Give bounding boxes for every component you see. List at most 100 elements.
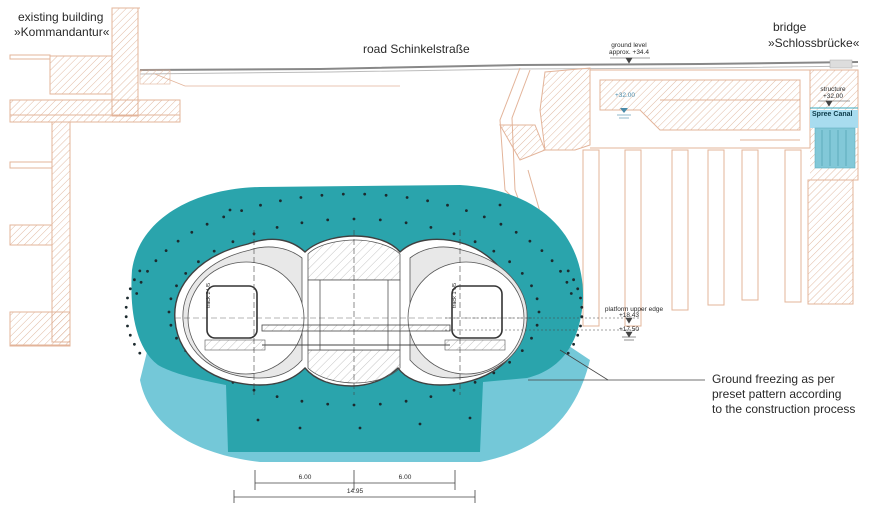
freeze-pipe-dot: [535, 297, 539, 301]
freeze-pipe-dot: [530, 336, 533, 340]
freeze-pipe-dot: [535, 323, 539, 327]
freeze-pipe-dot: [279, 199, 282, 203]
freeze-pipe-dot: [384, 193, 388, 197]
freeze-pipe-dot: [175, 336, 178, 340]
road-surface: [139, 61, 859, 71]
freeze-pipe-dot: [550, 259, 554, 263]
freeze-pipe-dot: [492, 249, 496, 253]
freeze-pipe-dot: [405, 196, 409, 199]
tunnel-lining: [174, 230, 535, 395]
freeze-pipe-dot: [473, 380, 477, 384]
freeze-pipe-dot: [275, 395, 279, 398]
freeze-pipe-dot: [135, 292, 139, 295]
freeze-pipe-dot: [133, 278, 136, 282]
freeze-pipe-dot: [565, 280, 569, 284]
freeze-pipes: [124, 192, 584, 430]
freeze-pipe-dot: [256, 418, 260, 422]
freeze-pipe-dot: [169, 297, 173, 301]
freeze-pipe-dot: [572, 278, 575, 282]
freeze-pipe-dot: [498, 203, 502, 207]
freeze-pipe-dot: [146, 269, 149, 273]
freeze-pipe-dot: [300, 399, 304, 403]
freeze-pipe-dot: [446, 203, 449, 207]
freeze-pipe-dot: [299, 196, 303, 199]
dimension-left: 6.00: [298, 474, 312, 481]
freeze-pipe-dot: [231, 240, 235, 244]
track-1-label: track 1 U5: [452, 282, 458, 308]
freezing-note-line-2: preset pattern according: [712, 387, 842, 401]
freeze-pipe-dot: [128, 333, 132, 337]
freeze-pipe-dot: [363, 192, 367, 196]
freeze-pipe-dot: [300, 221, 304, 225]
dimension-total: 14.95: [346, 488, 364, 495]
freeze-pipe-dot: [559, 269, 562, 273]
freeze-pipe-dot: [579, 296, 582, 300]
freeze-pipe-dot: [124, 305, 128, 309]
freeze-pipe-dot: [468, 416, 472, 420]
freeze-pipe-dot: [482, 215, 486, 219]
freeze-pipe-dot: [175, 284, 178, 288]
platform-level-lower: +17.50: [618, 326, 640, 333]
freeze-pipe-dot: [579, 324, 582, 328]
existing-building-name: »Kommandantur«: [14, 25, 110, 39]
freeze-pipe-dot: [452, 388, 456, 392]
freeze-pipe-dot: [138, 269, 142, 273]
freeze-pipe-dot: [429, 395, 433, 398]
freeze-pipe-dot: [358, 426, 362, 430]
freeze-pipe-dot: [514, 230, 518, 234]
freeze-pipe-dot: [124, 315, 128, 319]
freeze-pipe-dot: [326, 218, 330, 222]
dimension-right: 6.00: [398, 474, 412, 481]
freeze-pipe-dot: [352, 403, 356, 407]
freeze-pipe-dot: [404, 221, 408, 225]
freeze-pipe-dot: [190, 230, 194, 234]
freezing-note-line-3: to the construction process: [712, 402, 856, 416]
freeze-pipe-dot: [566, 351, 570, 355]
freeze-pipe-dot: [418, 422, 422, 426]
freeze-pipe-dot: [133, 342, 136, 346]
freeze-pipe-dot: [298, 426, 302, 430]
freeze-pipe-dot: [508, 360, 511, 364]
freeze-pipe-dot: [452, 232, 456, 236]
freeze-pipe-dot: [576, 333, 580, 337]
freeze-pipe-dot: [176, 239, 180, 243]
existing-building-label: existing building: [18, 10, 104, 24]
freeze-pipe-dot: [341, 192, 345, 196]
freeze-pipe-dot: [508, 260, 511, 264]
freeze-pipe-dot: [275, 226, 279, 229]
freeze-pipe-dot: [126, 324, 129, 328]
freeze-pipe-dot: [126, 296, 129, 300]
water-level-value: +32.00: [614, 92, 636, 99]
freeze-pipe-dot: [326, 402, 330, 406]
freeze-pipe-dot: [320, 193, 324, 197]
existing-building: [9, 7, 181, 347]
ground-level-label: ground level: [611, 42, 647, 49]
freeze-pipe-dot: [138, 351, 142, 355]
freeze-pipe-dot: [473, 240, 477, 244]
freeze-pipe-dot: [426, 199, 429, 203]
freeze-pipe-dot: [259, 203, 262, 207]
freeze-pipe-dot: [520, 272, 524, 275]
freeze-pipe-dot: [580, 315, 584, 319]
freeze-pipe-dot: [252, 388, 256, 392]
freeze-pipe-dot: [465, 209, 468, 213]
spree-canal-label: Spree Canal: [812, 111, 853, 118]
freeze-pipe-dot: [352, 217, 356, 221]
freeze-pipe-dot: [240, 209, 244, 213]
spree-canal-water: [810, 110, 858, 128]
freeze-pipe-dot: [520, 349, 524, 352]
freeze-pipe-dot: [167, 310, 171, 314]
freeze-pipe-dot: [404, 399, 408, 403]
structure-label: structure: [820, 86, 846, 93]
track-2-label: track 2 U5: [206, 282, 212, 308]
freezing-note-line-1: Ground freezing as per: [712, 372, 835, 386]
freeze-pipe-dot: [212, 249, 216, 253]
freeze-pipe-dot: [205, 222, 209, 226]
structure-level-value: +32.00: [822, 93, 844, 100]
freeze-pipe-dot: [576, 287, 580, 291]
freeze-pipe-dot: [128, 287, 132, 291]
freeze-pipe-dot: [169, 323, 173, 327]
freeze-pipe-dot: [569, 292, 573, 295]
freeze-pipe-dot: [222, 215, 226, 219]
